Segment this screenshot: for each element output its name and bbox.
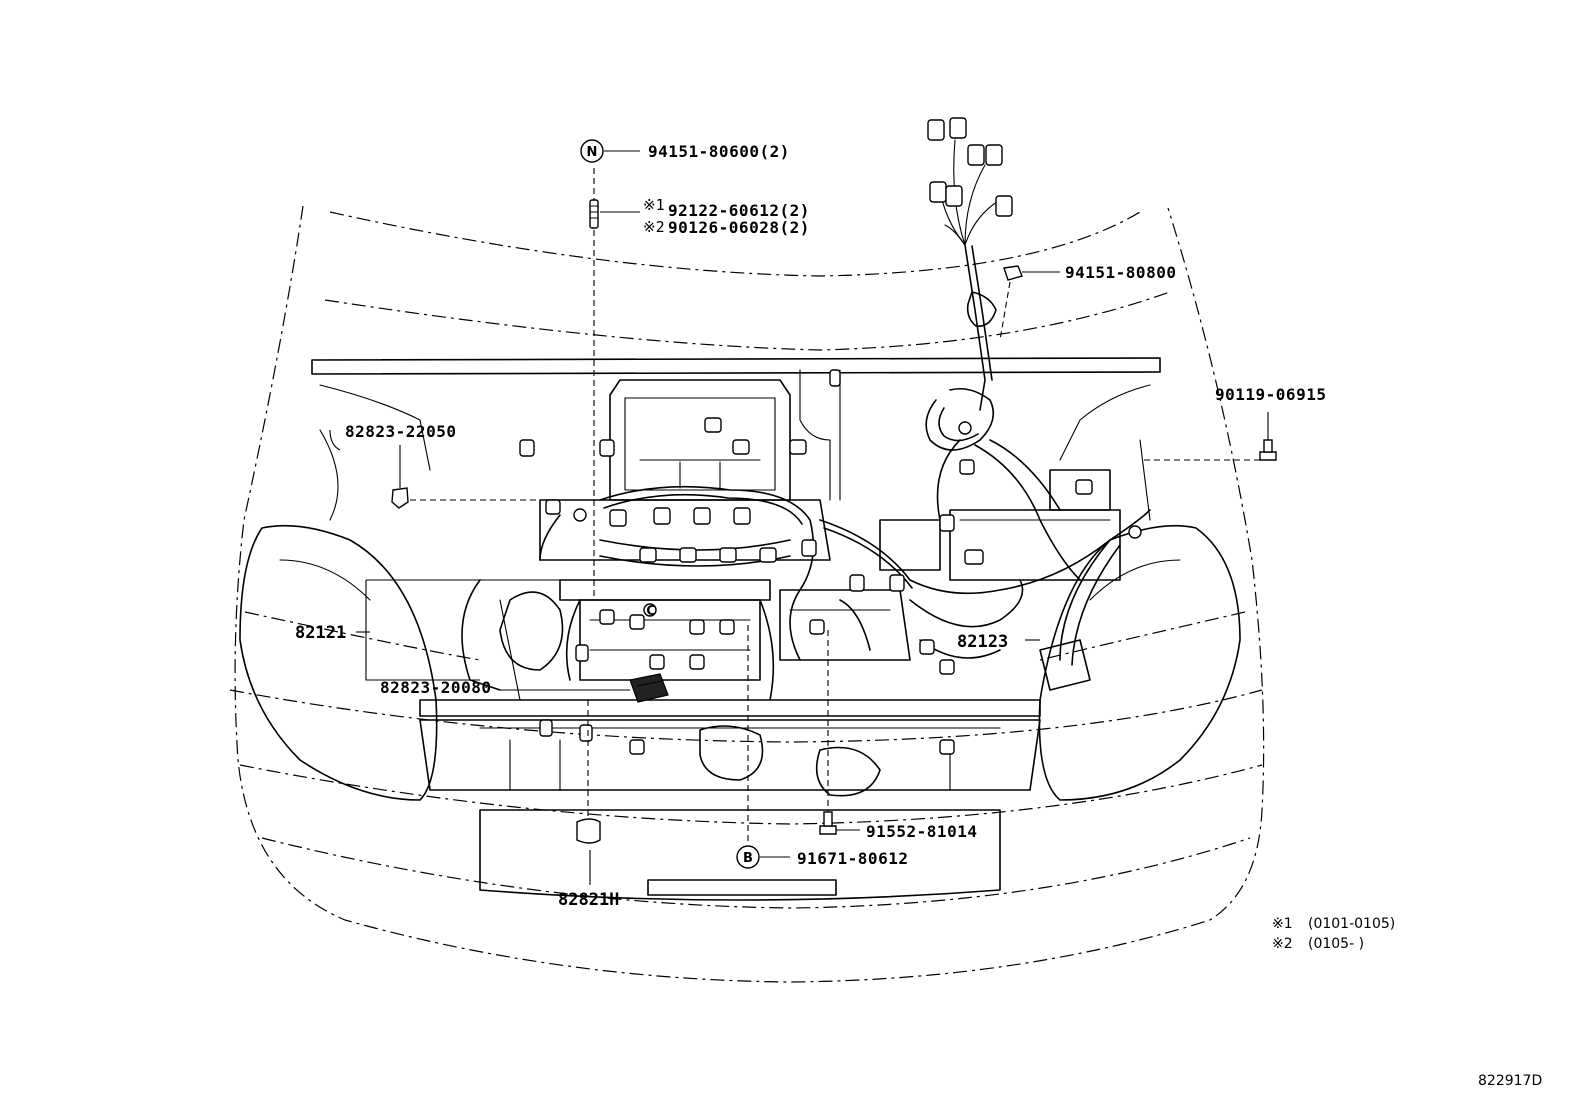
leader-dashed [410,168,1260,845]
label-94151-80800: 94151-80800 [1065,263,1176,282]
fuse-82821h-part [576,818,601,844]
label-mark2: ※2 [643,218,665,236]
label-91671-80612: 91671-80612 [797,849,908,868]
drawing-code: 822917D [1478,1073,1542,1089]
label-82821h: 82821H [558,890,619,910]
stud-bolt-part [589,199,599,229]
headlamp-left [239,524,438,801]
label-82123: 82123 [957,632,1008,652]
note1-mark: ※1 [1272,916,1293,932]
label-92122-60612: 92122-60612(2) [668,201,810,220]
note2-range: (0105- ) [1308,936,1364,952]
label-94151-80600: 94151-80600(2) [648,142,790,161]
bolt-91552-part [819,811,837,835]
svg-text:C: C [646,604,656,619]
clamp-82823-20080-part [629,673,669,703]
note1-range: (0101-0105) [1308,916,1395,932]
footnotes: ※1 (0101-0105) ※2 (0105- ) [1272,916,1395,952]
callout-n: N [580,139,604,163]
label-90126-06028: 90126-06028(2) [668,218,810,237]
cowl-panel [311,357,1161,521]
leader-lines [329,150,1269,885]
svg-text:N: N [587,145,598,160]
harness-branch-top [927,117,1013,327]
vehicle-body-outline [229,205,1265,983]
svg-text:B: B [743,851,753,866]
label-91552-81014: 91552-81014 [866,822,977,841]
bolt-90119-part [1259,439,1277,461]
clip-82823-22050-part [391,487,409,509]
label-mark1: ※1 [643,196,665,214]
grommet-nut-part [1003,265,1023,281]
callout-b: B [736,845,760,869]
engine-assembly [419,369,1121,901]
label-82823-20080: 82823-20080 [380,678,491,697]
label-90119-06915: 90119-06915 [1215,385,1326,404]
label-82823-22050: 82823-22050 [345,422,456,441]
harness-clamp-c [643,603,657,617]
label-82121: 82121 [295,623,346,643]
note2-mark: ※2 [1272,936,1293,952]
harness-connectors [519,369,1142,755]
wire-harness [539,244,1151,701]
callout-c: C [646,604,656,619]
